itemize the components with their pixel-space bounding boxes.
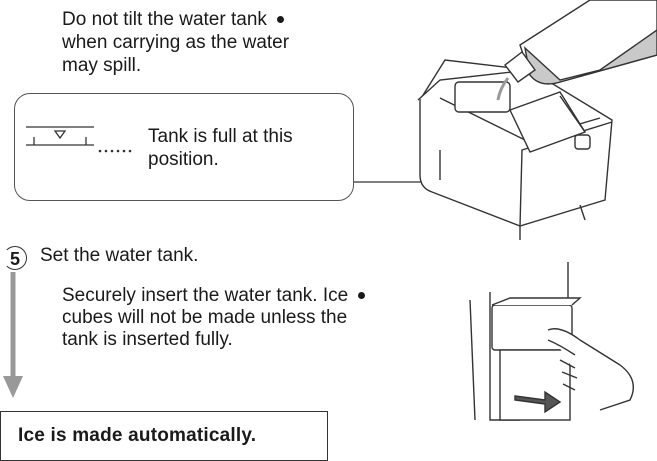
water-bottle-illustration bbox=[496, 0, 657, 101]
water-tank-illustration bbox=[417, 59, 613, 240]
step-number: 5 bbox=[3, 246, 27, 270]
dotted-leader bbox=[98, 149, 132, 153]
carry-warning-line3: may spill. bbox=[62, 55, 142, 76]
carry-warning-line2: when carrying as the water bbox=[62, 32, 290, 53]
bullet-icon bbox=[358, 292, 366, 300]
full-level-line2: position. bbox=[148, 149, 219, 170]
insert-note-line2: cubes will not be made unless the bbox=[62, 307, 348, 328]
bullet-icon bbox=[276, 16, 284, 24]
flow-arrow-icon bbox=[3, 376, 23, 398]
step-title: Set the water tank. bbox=[40, 245, 199, 266]
insert-note: Securely insert the water tank. Ice cube… bbox=[62, 285, 452, 351]
tank-insertion-illustration bbox=[469, 262, 634, 421]
full-level-line1: Tank is full at this bbox=[148, 126, 293, 147]
carry-warning-note: Do not tilt the water tank when carrying… bbox=[62, 8, 362, 77]
insert-note-line1: Securely insert the water tank. Ice bbox=[62, 285, 349, 306]
water-level-symbol bbox=[26, 126, 94, 146]
full-level-callout bbox=[14, 93, 354, 201]
full-level-text: Tank is full at this position. bbox=[148, 125, 348, 171]
carry-warning-line1: Do not tilt the water tank bbox=[62, 9, 267, 30]
insert-note-line3: tank is inserted fully. bbox=[62, 329, 233, 350]
result-text: Ice is made automatically. bbox=[18, 425, 257, 446]
